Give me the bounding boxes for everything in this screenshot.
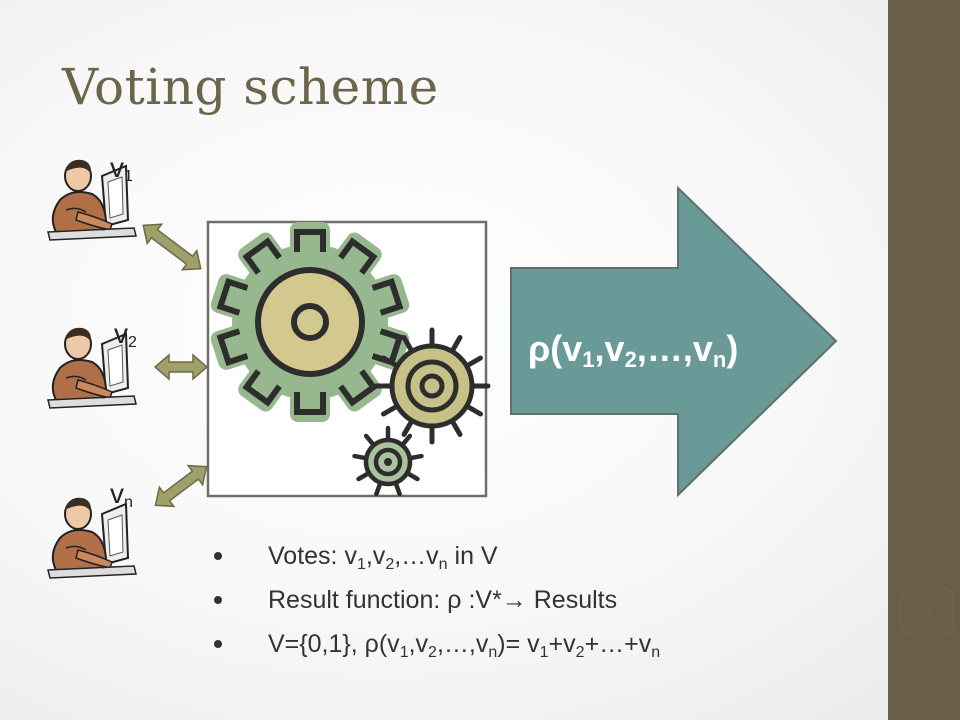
page-number-bracket-right xyxy=(943,588,954,634)
bullet-list: Votes: v1,v2,…vn in V Result function: ρ… xyxy=(214,534,660,666)
gear-large-icon xyxy=(210,222,410,422)
page-number-text: 4 xyxy=(921,599,932,620)
double-arrow-icon xyxy=(154,464,208,508)
voter-1-label: v1 xyxy=(110,152,133,185)
slide-title: Voting scheme xyxy=(62,58,439,116)
voter-n-label: vn xyxy=(110,478,133,511)
bullet-result-function: Result function: ρ :V*→ Results xyxy=(214,578,660,622)
result-block-arrow-icon xyxy=(510,185,838,498)
double-arrow-icon xyxy=(142,223,202,271)
double-arrow-icon xyxy=(153,353,209,381)
page-number-bracket-left xyxy=(900,588,911,634)
result-formula: ρ(v1,v2,…,vn) xyxy=(528,328,739,372)
bullet-sum-definition: V={0,1}, ρ(v1,v2,…,vn)= v1+v2+…+vn xyxy=(214,622,660,666)
gear-medium-icon xyxy=(373,327,491,445)
page-number: 4 xyxy=(900,588,954,634)
voter-2-label: v2 xyxy=(114,318,137,351)
gear-small-icon xyxy=(352,425,424,497)
bullet-votes: Votes: v1,v2,…vn in V xyxy=(214,534,660,578)
